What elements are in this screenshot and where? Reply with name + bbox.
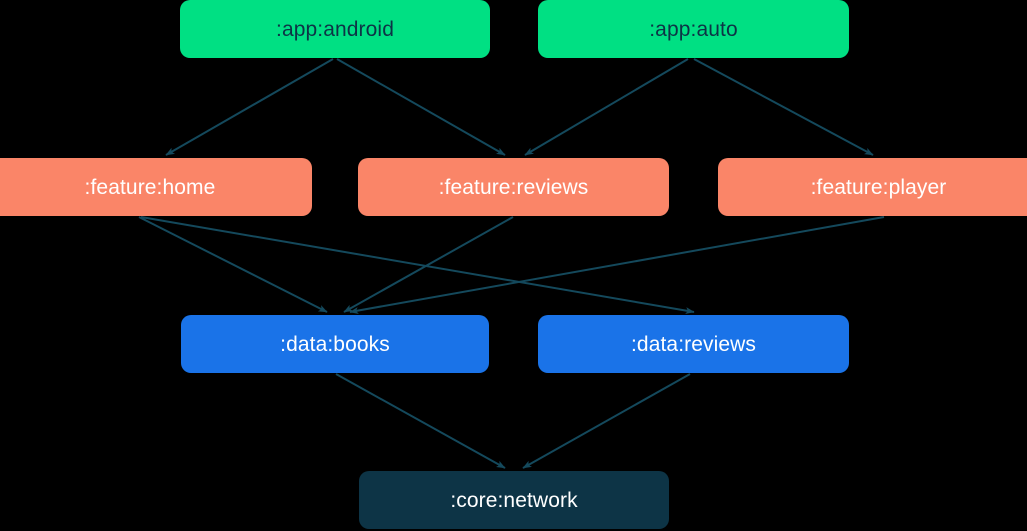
node-core-network[interactable]: :core:network: [359, 471, 669, 529]
node-app-auto[interactable]: :app:auto: [538, 0, 849, 58]
edge-feature-reviews-to-data-books: [343, 216, 514, 313]
edge-feature-home-to-data-books: [138, 216, 328, 313]
node-label-data-reviews: :data:reviews: [630, 332, 757, 356]
node-label-data-books: :data:books: [280, 332, 390, 356]
edge-app-auto-to-feature-reviews: [524, 58, 689, 156]
node-label-app-android: :app:android: [276, 17, 394, 41]
edge-app-auto-to-feature-player: [693, 58, 874, 156]
node-label-app-auto: :app:auto: [649, 17, 738, 41]
node-feature-reviews[interactable]: :feature:reviews: [358, 158, 669, 216]
node-label-feature-reviews: :feature:reviews: [438, 175, 589, 199]
node-feature-player[interactable]: :feature:player: [718, 158, 1027, 216]
edge-app-android-to-feature-home: [165, 58, 334, 156]
node-label-feature-player: :feature:player: [810, 175, 947, 199]
node-feature-home[interactable]: :feature:home: [0, 158, 312, 216]
edge-feature-home-to-data-reviews: [140, 216, 695, 315]
node-app-android[interactable]: :app:android: [180, 0, 490, 58]
edge-data-books-to-core-network: [335, 373, 506, 469]
node-label-feature-home: :feature:home: [84, 175, 216, 199]
node-label-core-network: :core:network: [450, 488, 578, 512]
node-data-books[interactable]: :data:books: [181, 315, 489, 373]
edge-data-reviews-to-core-network: [522, 373, 691, 469]
node-data-reviews[interactable]: :data:reviews: [538, 315, 849, 373]
edge-app-android-to-feature-reviews: [336, 58, 506, 156]
edge-feature-player-to-data-books: [349, 216, 885, 314]
